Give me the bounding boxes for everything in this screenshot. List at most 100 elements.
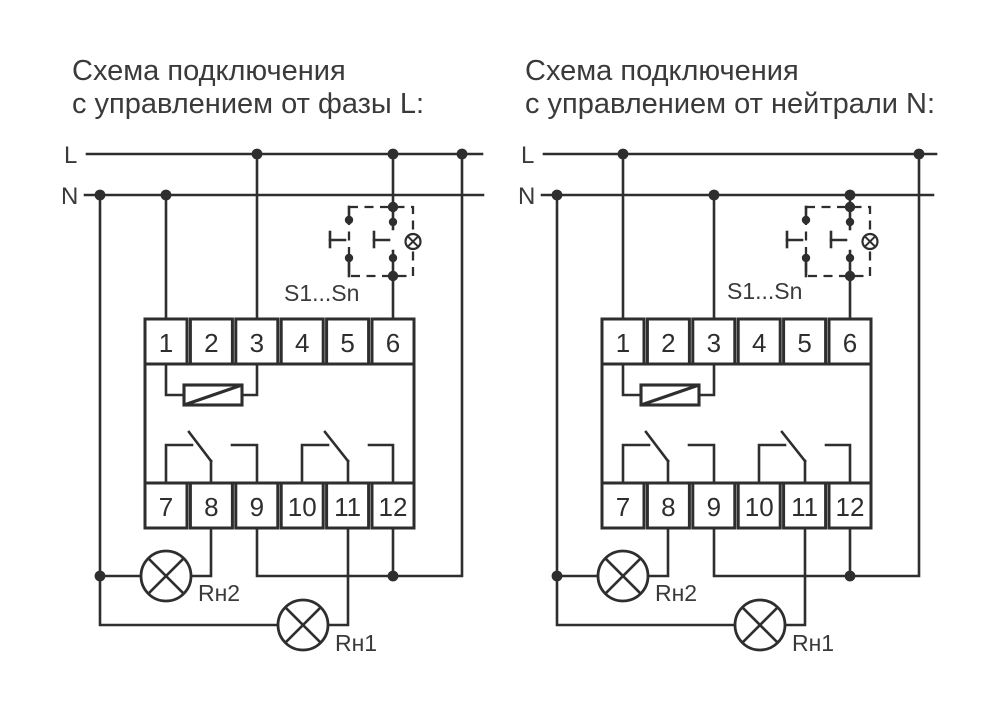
contact-dot <box>344 215 354 225</box>
contact-dot <box>801 253 811 263</box>
coil-lead <box>164 362 186 397</box>
device-body <box>600 362 873 485</box>
terminal-number: 7 <box>616 492 630 522</box>
contact-dot <box>845 253 855 263</box>
diagram-title-line2: с управлением от фазы L: <box>72 88 424 120</box>
buttons-enclosure-dashed-box <box>804 205 872 278</box>
junction-dot <box>617 148 629 160</box>
terminal-number: 4 <box>295 328 309 358</box>
contact-blade <box>323 430 350 463</box>
junction-dot <box>251 148 263 160</box>
junction-dot <box>844 201 856 213</box>
junction-dot <box>844 570 856 582</box>
contact-fixed-left <box>621 443 651 485</box>
terminal-number: 5 <box>797 328 811 358</box>
terminal-number: 7 <box>159 492 173 522</box>
terminal-cell <box>279 317 325 366</box>
terminal-number: 10 <box>745 492 774 522</box>
pushbutton-icon <box>372 217 398 263</box>
relay-coil-symbol <box>164 362 259 407</box>
junction-dot <box>387 270 399 282</box>
terminal-number: 5 <box>340 328 354 358</box>
indicator-lamp-icon <box>404 232 422 251</box>
load-lamp-rh2: Rн2 <box>139 549 240 606</box>
terminal-number: 4 <box>752 328 766 358</box>
relay-contact-symbol <box>164 430 259 485</box>
junction-dot <box>844 189 856 201</box>
diagram-title-line2: с управлением от нейтрали N: <box>525 88 935 120</box>
relay-contact-symbol <box>300 430 395 485</box>
load2-label: Rн2 <box>655 580 697 606</box>
junction-dot <box>913 148 925 160</box>
contact-fixed-left <box>300 443 330 485</box>
pushbutton-icon <box>829 217 855 263</box>
wire-load1-to-terminal11 <box>326 526 350 627</box>
terminal-cell <box>827 317 873 366</box>
terminal-number: 12 <box>836 492 865 522</box>
wire-contact-feed-right-rail <box>255 152 464 578</box>
junction-dot <box>387 201 399 213</box>
phase-label: L <box>521 142 534 169</box>
terminal-number: 12 <box>379 492 408 522</box>
contact-fixed-right <box>230 443 259 485</box>
relay-contact-symbol <box>621 430 716 485</box>
illuminated-buttons-group: S1...Sn <box>284 201 422 306</box>
indicator-lamp-icon <box>861 232 879 251</box>
diagram-title-line1: Схема подключения <box>525 55 799 87</box>
load2-label: Rн2 <box>198 580 240 606</box>
wire-load2-to-terminal8 <box>646 526 670 578</box>
relay-device: 1 2 3 4 5 6 7 8 9 10 11 12 <box>143 317 416 530</box>
load-lamp-rh2: Rн2 <box>596 549 697 606</box>
terminal-number: 8 <box>204 492 218 522</box>
terminal-number: 3 <box>250 328 264 358</box>
junction-dot <box>708 189 720 201</box>
lamp-cross <box>147 557 185 595</box>
buttons-range-label: S1...Sn <box>727 278 802 304</box>
wire-contact-feed-right-rail <box>712 152 921 578</box>
contact-blade <box>644 430 670 463</box>
coil-lead <box>697 362 716 397</box>
coil-lead <box>240 362 259 397</box>
neutral-label: N <box>61 183 78 210</box>
contact-fixed-right <box>687 443 716 485</box>
junction-dot <box>844 270 856 282</box>
terminal-cell <box>736 317 782 366</box>
contact-fixed-right <box>367 443 395 485</box>
junction-dot <box>456 148 468 160</box>
relay-contact-symbol <box>757 430 852 485</box>
load1-label: Rн1 <box>792 630 834 656</box>
terminal-cell <box>645 317 691 366</box>
terminal-number: 9 <box>250 492 264 522</box>
terminal-number: 2 <box>204 328 218 358</box>
terminal-number: 2 <box>661 328 675 358</box>
load1-label: Rн1 <box>335 630 377 656</box>
junction-dot <box>160 189 172 201</box>
phase-label: L <box>64 142 77 169</box>
terminal-number: 6 <box>843 328 857 358</box>
wire-load1-to-terminal11 <box>783 526 807 627</box>
junction-dot <box>551 189 563 201</box>
illuminated-buttons-group: S1...Sn <box>727 201 879 304</box>
junction-dot <box>387 570 399 582</box>
diagram-neutral-control: Схема подключения с управлением от нейтр… <box>518 55 938 656</box>
terminal-cell <box>782 317 828 366</box>
coil-diagonal <box>183 383 243 407</box>
relay-device: 1 2 3 4 5 6 7 8 9 10 11 12 <box>600 317 873 530</box>
lamp-cross <box>284 606 322 644</box>
contact-fixed-right <box>824 443 852 485</box>
terminal-number: 3 <box>707 328 721 358</box>
contact-blade <box>187 430 213 463</box>
diagram-phase-control: Схема подключения с управлением от фазы … <box>61 55 485 656</box>
load-lamp-rh1: Rн1 <box>276 598 377 656</box>
coil-box <box>182 383 244 407</box>
terminal-cell <box>188 317 234 366</box>
diagram-title-line1: Схема подключения <box>72 55 346 87</box>
terminal-number: 11 <box>791 492 818 522</box>
lamp-cross <box>741 606 779 644</box>
device-body <box>143 362 416 485</box>
junction-dot <box>94 189 106 201</box>
wire-left-rail <box>555 193 737 627</box>
lamp-cross <box>864 235 876 248</box>
neutral-label: N <box>518 183 535 210</box>
